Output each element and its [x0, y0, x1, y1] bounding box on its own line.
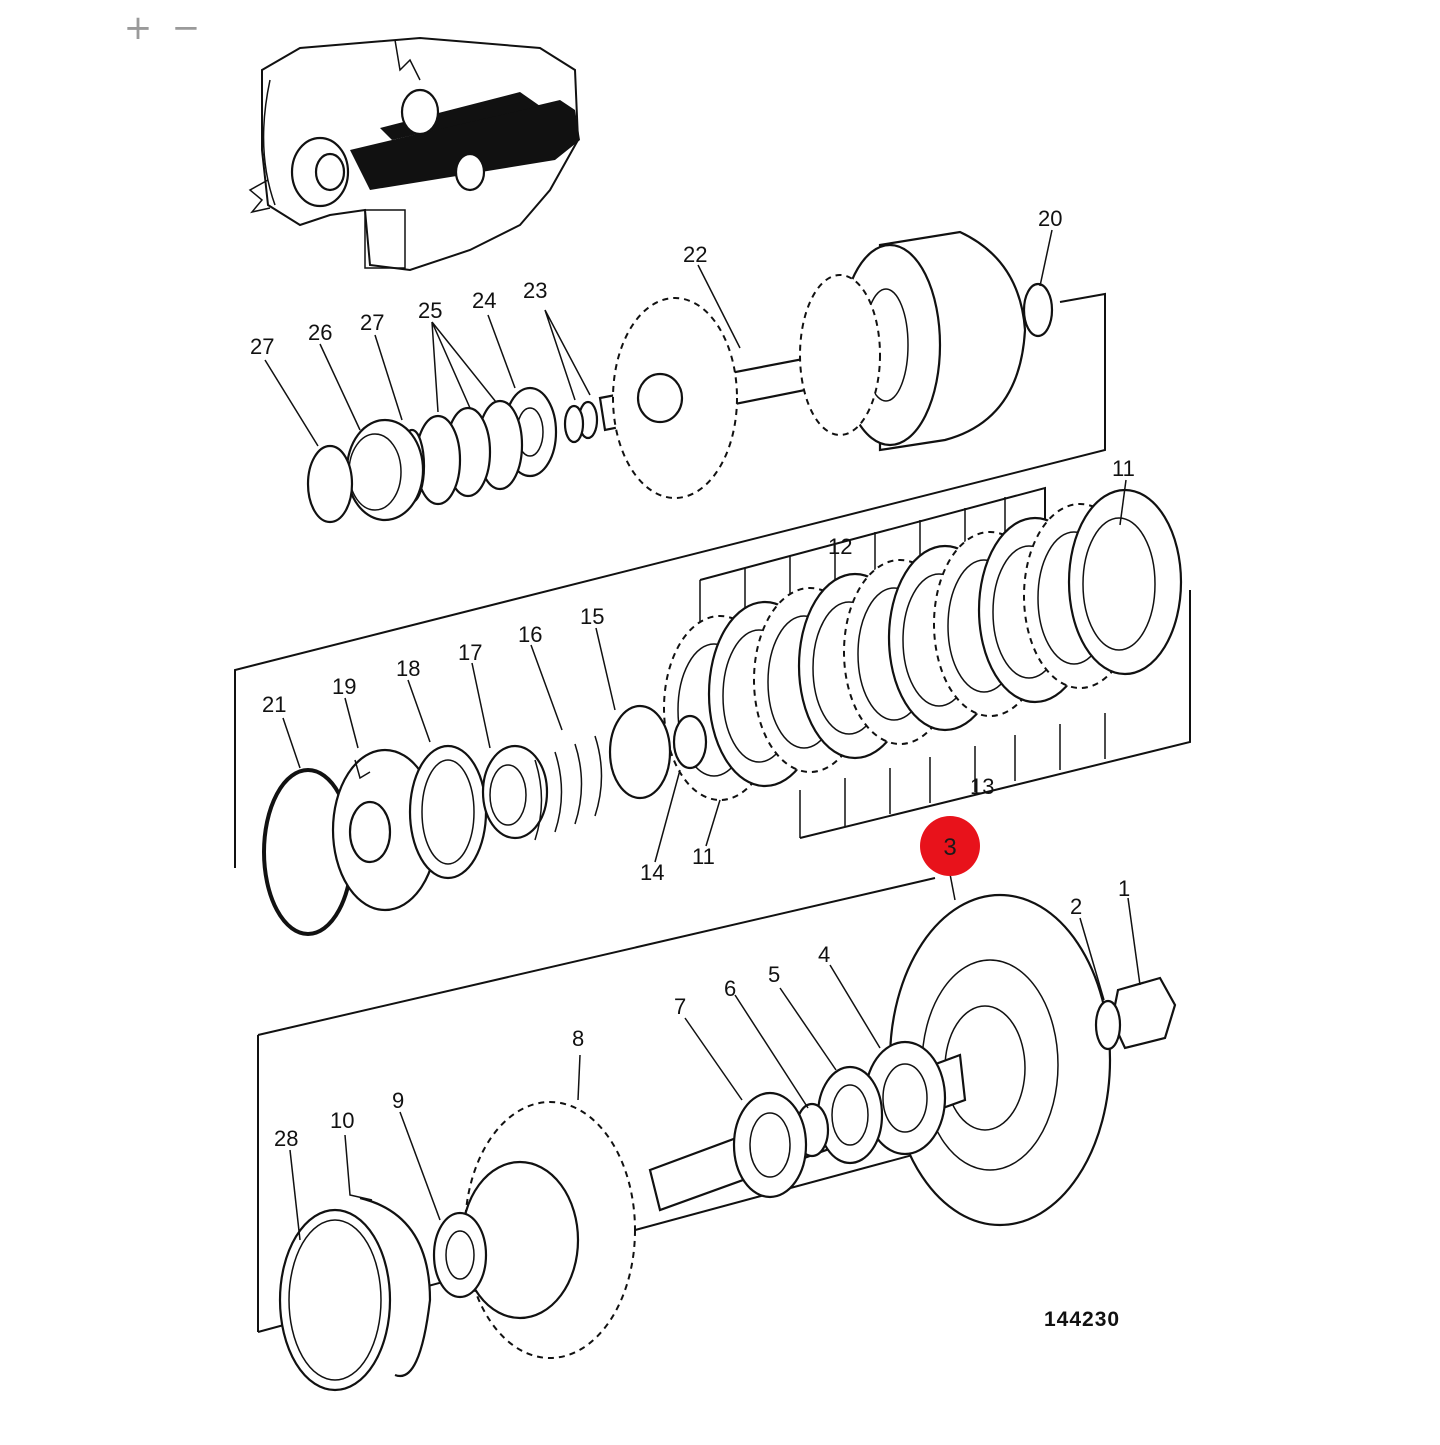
callout-11-bottom: 11	[692, 844, 715, 869]
callout-10: 10	[330, 1108, 354, 1133]
clutch-plates	[663, 488, 1183, 801]
callout-23: 23	[523, 278, 547, 303]
zoom-in-button[interactable]: +	[123, 8, 153, 48]
callout-22: 22	[683, 242, 707, 267]
callout-26: 26	[308, 320, 332, 345]
highlight-marker	[920, 816, 980, 876]
callout-19: 19	[332, 674, 356, 699]
callout-18: 18	[396, 656, 420, 681]
callout-12: 12	[828, 534, 852, 559]
clutch-plate	[1067, 488, 1183, 676]
callout-27-left: 27	[250, 334, 274, 359]
callout-4: 4	[818, 942, 830, 967]
callout-6: 6	[724, 976, 736, 1001]
callout-leaders	[264, 229, 1141, 1241]
callout-1: 1	[1118, 876, 1130, 901]
output-shaft-assembly	[278, 893, 1177, 1392]
callout-14: 14	[640, 860, 664, 885]
callout-2: 2	[1070, 894, 1082, 919]
callout-25: 25	[418, 298, 442, 323]
callout-15: 15	[580, 604, 604, 629]
highlighted-callout-3[interactable]: 3	[920, 816, 980, 876]
callout-3: 3	[943, 834, 956, 861]
callout-27-right: 27	[360, 310, 384, 335]
clutch-pack-brackets	[699, 486, 1191, 839]
callout-5: 5	[768, 962, 780, 987]
callout-11-top: 11	[1112, 456, 1135, 481]
callout-17: 17	[458, 640, 482, 665]
piston-spring-assembly	[262, 704, 708, 936]
callout-7: 7	[674, 994, 686, 1019]
callout-24: 24	[472, 288, 496, 313]
callout-labels: 1 2 4 5 6 7 8 9 10 11 11 11 12 13 14 15 …	[250, 206, 1135, 1151]
callout-21: 21	[262, 692, 286, 717]
upper-group-bracket	[234, 292, 1106, 868]
zoom-out-button[interactable]: −	[171, 8, 201, 48]
callout-28: 28	[274, 1126, 298, 1151]
callout-9: 9	[392, 1088, 404, 1113]
clutch-plate-bore	[1082, 517, 1156, 651]
upper-shaft-assembly	[306, 230, 1054, 524]
callout-8: 8	[572, 1026, 584, 1051]
figure-number: 144230	[1044, 1308, 1120, 1331]
transmission-thumbnail	[248, 36, 580, 272]
callout-20: 20	[1038, 206, 1062, 231]
callout-13: 13	[970, 774, 994, 799]
callout-16: 16	[518, 622, 542, 647]
